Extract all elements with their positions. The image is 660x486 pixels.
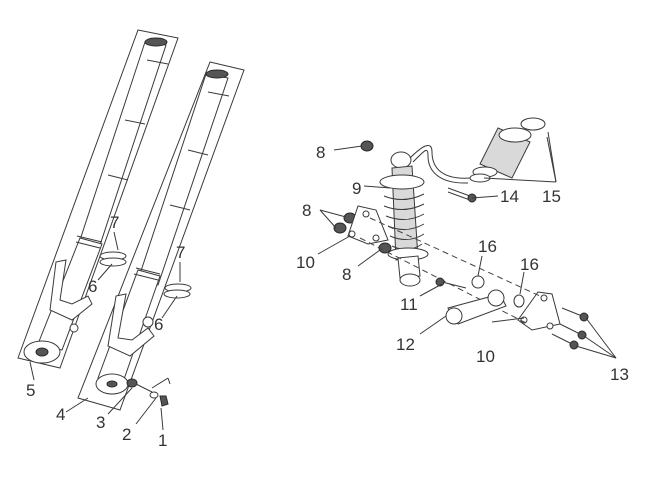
right-fork-leg: [77, 61, 245, 411]
callout-8b: 8: [302, 201, 311, 220]
rear-shock-absorber: [379, 144, 471, 287]
left-fork-leg: [17, 29, 179, 369]
callout-1: 1: [158, 431, 167, 450]
callout-14: 14: [500, 187, 519, 206]
callout-2: 2: [122, 425, 131, 444]
callout-5: 5: [26, 381, 35, 400]
callout-16a: 16: [478, 237, 497, 256]
callout-12: 12: [396, 335, 415, 354]
callout-7b: 7: [176, 243, 185, 262]
callout-7a: 7: [110, 213, 119, 232]
callout-11: 11: [400, 295, 418, 314]
right-fork-outline: [77, 61, 245, 411]
callout-4: 4: [56, 405, 65, 424]
axle-hardware: [126, 377, 171, 407]
left-fork-outline: [17, 29, 179, 369]
callout-9: 9: [352, 179, 361, 198]
callout-13: 13: [610, 365, 629, 384]
callout-10a: 10: [296, 253, 315, 272]
callout-6b: 6: [154, 315, 163, 334]
leader-lines: [29, 131, 617, 431]
shock-reservoir: [469, 117, 546, 183]
bolts-13: [551, 307, 589, 350]
rocker-link: [435, 275, 525, 325]
callout-labels: 1 2 3 4 5 6 6 7 7 8 8 8 9 10 10 11 12 13…: [26, 143, 629, 450]
bolt-14: [447, 187, 477, 203]
callout-8a: 8: [316, 143, 325, 162]
nuts-8: [333, 140, 392, 254]
callout-8c: 8: [342, 265, 351, 284]
callout-15: 15: [542, 187, 561, 206]
callout-16b: 16: [520, 255, 539, 274]
callout-6a: 6: [88, 277, 97, 296]
linkage-plates: [347, 205, 561, 331]
callout-3: 3: [96, 413, 105, 432]
callout-10b: 10: [476, 347, 495, 366]
